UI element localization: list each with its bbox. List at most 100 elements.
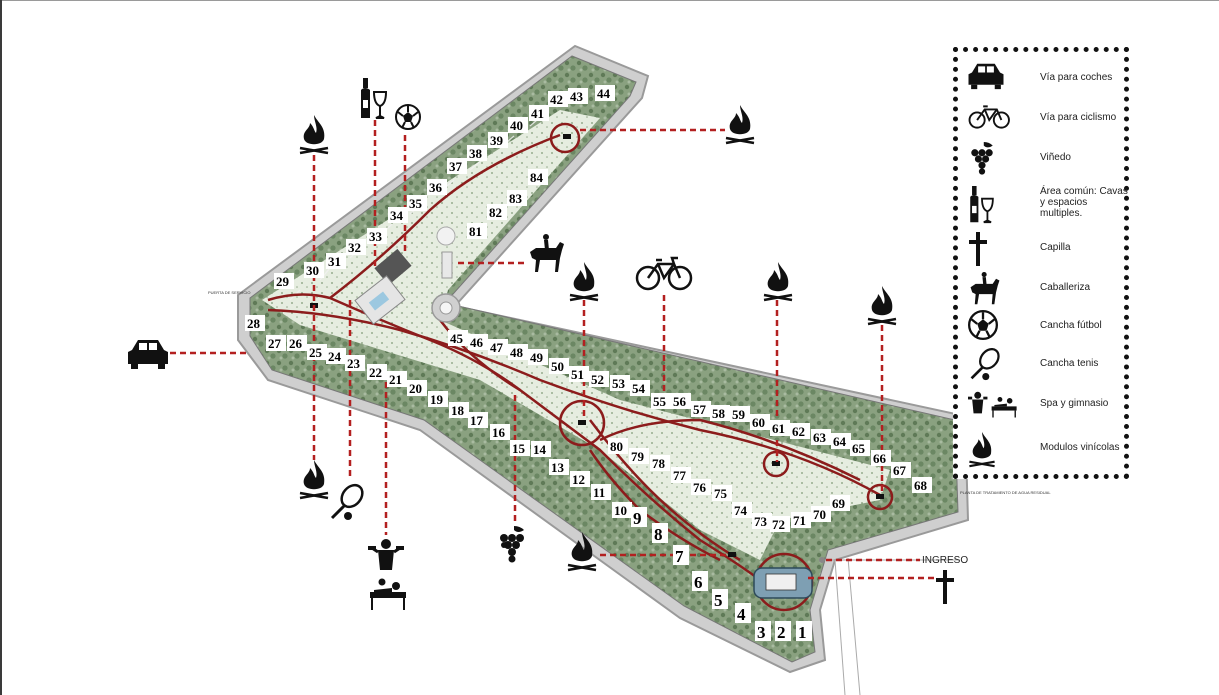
lot-number[interactable]: 60 xyxy=(752,415,765,430)
lot-number[interactable]: 49 xyxy=(530,350,544,365)
lot-label-bg xyxy=(671,393,691,409)
lot-number[interactable]: 29 xyxy=(276,274,290,289)
lot-number[interactable]: 73 xyxy=(754,514,768,529)
lot-number[interactable]: 14 xyxy=(533,442,547,457)
lot-number[interactable]: 75 xyxy=(714,486,728,501)
lot-number[interactable]: 9 xyxy=(633,509,642,528)
lot-number[interactable]: 64 xyxy=(833,434,847,449)
soccer-ball-icon xyxy=(395,104,421,130)
lot-number[interactable]: 63 xyxy=(813,430,827,445)
lot-number[interactable]: 19 xyxy=(430,392,444,407)
lot-number[interactable]: 72 xyxy=(772,517,785,532)
lot-number[interactable]: 8 xyxy=(654,525,663,544)
lot-number[interactable]: 45 xyxy=(450,331,464,346)
lot-number[interactable]: 47 xyxy=(490,340,504,355)
lot-number[interactable]: 80 xyxy=(610,439,623,454)
lot-number[interactable]: 67 xyxy=(893,463,907,478)
lot-number[interactable]: 36 xyxy=(429,180,443,195)
lot-number[interactable]: 42 xyxy=(550,92,563,107)
lot-label-bg xyxy=(549,358,569,374)
lot-number[interactable]: 1 xyxy=(798,623,807,642)
lot-number[interactable]: 58 xyxy=(712,406,726,421)
lot-label-bg xyxy=(531,441,551,457)
lot-label-bg xyxy=(691,479,711,495)
lot-number[interactable]: 22 xyxy=(369,365,382,380)
lot-number[interactable]: 33 xyxy=(369,229,383,244)
lot-number[interactable]: 68 xyxy=(914,478,928,493)
lot-number[interactable]: 13 xyxy=(551,460,565,475)
lot-number[interactable]: 66 xyxy=(873,451,887,466)
lot-number[interactable]: 50 xyxy=(551,359,564,374)
lot-number[interactable]: 18 xyxy=(451,403,465,418)
lot-number[interactable]: 2 xyxy=(777,623,786,642)
lot-number[interactable]: 55 xyxy=(653,394,667,409)
lot-number[interactable]: 24 xyxy=(328,349,342,364)
lot-number[interactable]: 62 xyxy=(792,424,805,439)
lot-number[interactable]: 26 xyxy=(289,336,303,351)
lot-number[interactable]: 74 xyxy=(734,503,748,518)
lot-label-bg xyxy=(732,502,752,518)
lot-number[interactable]: 51 xyxy=(571,367,584,382)
lot-number[interactable]: 40 xyxy=(510,118,523,133)
top-border xyxy=(0,0,1219,1)
lot-number[interactable]: 79 xyxy=(631,449,645,464)
lot-number[interactable]: 77 xyxy=(673,468,687,483)
lot-number[interactable]: 20 xyxy=(409,381,422,396)
lot-number[interactable]: 21 xyxy=(389,372,402,387)
lot-number[interactable]: 56 xyxy=(673,394,687,409)
lot-number[interactable]: 57 xyxy=(693,402,707,417)
horse-rider-icon xyxy=(968,272,1012,308)
lot-number[interactable]: 37 xyxy=(449,159,463,174)
lot-number[interactable]: 5 xyxy=(714,591,723,610)
lot-number[interactable]: 15 xyxy=(512,441,526,456)
lot-number[interactable]: 23 xyxy=(347,356,361,371)
lot-number[interactable]: 3 xyxy=(757,623,766,642)
lot-label-bg xyxy=(775,621,791,641)
lot-number[interactable]: 38 xyxy=(469,146,483,161)
lot-number[interactable]: 78 xyxy=(652,456,666,471)
lot-number[interactable]: 43 xyxy=(570,89,584,104)
lot-number[interactable]: 65 xyxy=(852,441,866,456)
lot-number[interactable]: 71 xyxy=(793,513,806,528)
lot-number[interactable]: 39 xyxy=(490,133,504,148)
fire-icon xyxy=(867,286,897,326)
lot-number[interactable]: 46 xyxy=(470,335,484,350)
lot-number[interactable]: 17 xyxy=(470,413,484,428)
lot-number[interactable]: 6 xyxy=(694,573,703,592)
lot-number[interactable]: 28 xyxy=(247,316,261,331)
lot-number[interactable]: 16 xyxy=(492,425,506,440)
lot-number[interactable]: 70 xyxy=(813,507,826,522)
lot-number[interactable]: 35 xyxy=(409,196,423,211)
lot-number[interactable]: 84 xyxy=(530,170,544,185)
lot-number[interactable]: 69 xyxy=(832,496,846,511)
lot-number[interactable]: 10 xyxy=(614,503,627,518)
lot-number[interactable]: 76 xyxy=(693,480,707,495)
lot-number[interactable]: 52 xyxy=(591,372,604,387)
lot-number[interactable]: 34 xyxy=(390,208,404,223)
lot-number[interactable]: 82 xyxy=(489,205,502,220)
lot-number[interactable]: 59 xyxy=(732,407,746,422)
lot-number[interactable]: 61 xyxy=(772,421,785,436)
lot-number[interactable]: 4 xyxy=(737,605,746,624)
lot-number[interactable]: 53 xyxy=(612,376,626,391)
lot-number[interactable]: 31 xyxy=(328,254,341,269)
lot-number[interactable]: 41 xyxy=(531,106,544,121)
lot-number[interactable]: 81 xyxy=(469,224,482,239)
lot-label-bg xyxy=(569,366,589,382)
lot-label-bg xyxy=(468,334,488,350)
lot-number[interactable]: 25 xyxy=(309,345,323,360)
lot-number[interactable]: 30 xyxy=(306,263,319,278)
lot-number[interactable]: 48 xyxy=(510,345,524,360)
lot-number[interactable]: 83 xyxy=(509,191,523,206)
lot-number[interactable]: 12 xyxy=(572,472,585,487)
lot-number[interactable]: 54 xyxy=(632,381,646,396)
lot-number[interactable]: 11 xyxy=(593,485,605,500)
lot-number[interactable]: 27 xyxy=(268,336,282,351)
lot-number[interactable]: 32 xyxy=(348,240,361,255)
lot-number[interactable]: 44 xyxy=(597,86,611,101)
lot-number[interactable]: 7 xyxy=(675,547,684,566)
chapel-building xyxy=(753,567,813,599)
lot-label-bg xyxy=(750,414,770,430)
lot-label-bg xyxy=(568,88,588,104)
